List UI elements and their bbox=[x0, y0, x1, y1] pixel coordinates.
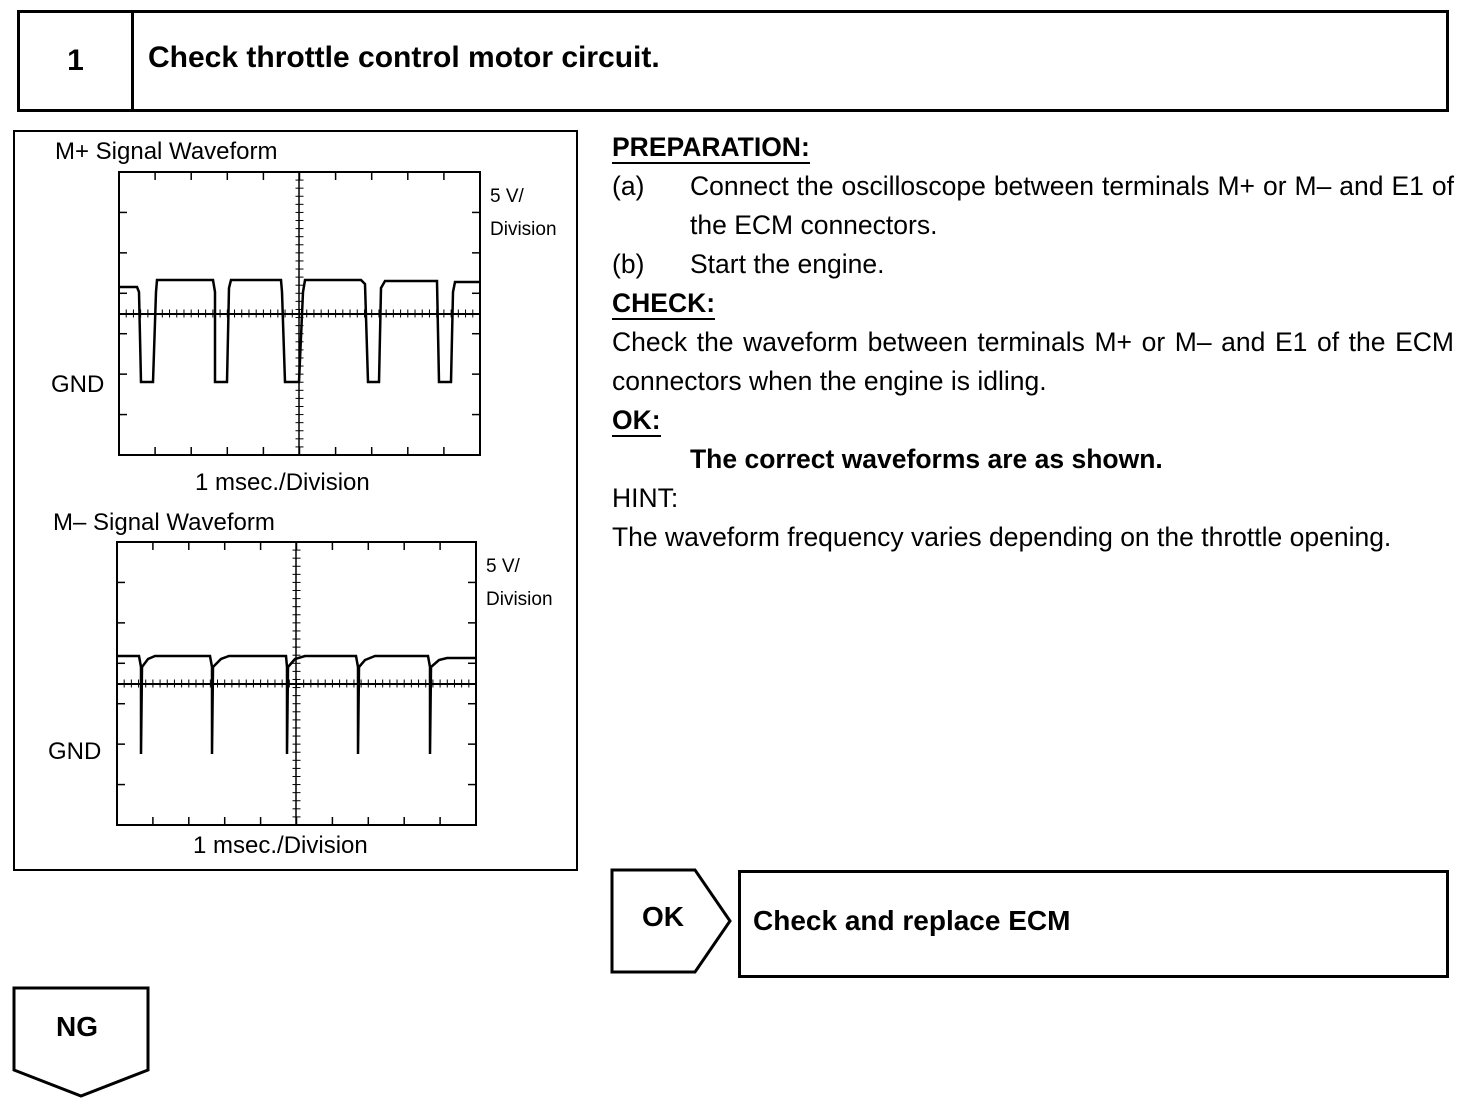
procedure-text: PREPARATION: (a) Connect the oscilloscop… bbox=[612, 128, 1454, 557]
ok-result-box: Check and replace ECM bbox=[738, 870, 1449, 978]
ng-flow-label: NG bbox=[56, 1011, 98, 1042]
m-plus-waveform-panel: M+ Signal Waveform 5 V/ Division GND 1 m… bbox=[51, 138, 557, 496]
hint-heading: HINT: bbox=[612, 483, 679, 513]
m-plus-time-scale: 1 msec./Division bbox=[195, 469, 370, 496]
m-plus-signal-trace bbox=[119, 278, 480, 384]
preparation-item-b: (b) Start the engine. bbox=[612, 245, 1454, 284]
waveform-diagram: M+ Signal Waveform 5 V/ Division GND 1 m… bbox=[48, 138, 557, 859]
waveform-figure: M+ Signal Waveform 5 V/ Division GND 1 m… bbox=[13, 130, 578, 871]
preparation-heading: PREPARATION: bbox=[612, 132, 810, 164]
ok-result-action: Check and replace ECM bbox=[753, 905, 1071, 936]
item-marker: (b) bbox=[612, 249, 645, 279]
preparation-item-a: (a) Connect the oscilloscope between ter… bbox=[612, 167, 1454, 245]
item-marker: (a) bbox=[612, 171, 645, 201]
m-minus-signal-trace bbox=[117, 654, 476, 755]
ng-arrow-icon bbox=[12, 986, 150, 1098]
step-number: 1 bbox=[20, 13, 134, 109]
hint-text: The waveform frequency varies depending … bbox=[612, 522, 1392, 552]
m-minus-waveform-title: M– Signal Waveform bbox=[53, 509, 275, 536]
m-minus-scope-ticks bbox=[117, 542, 476, 825]
m-minus-volt-scale-line1: 5 V/ bbox=[486, 556, 521, 577]
ok-result-text: The correct waveforms are as shown. bbox=[690, 444, 1163, 474]
m-plus-ground-label: GND bbox=[51, 371, 104, 398]
m-minus-ground-label: GND bbox=[48, 738, 101, 765]
m-minus-volt-scale-line2: Division bbox=[486, 589, 553, 610]
check-text: Check the waveform between terminals M+ … bbox=[612, 327, 1454, 396]
step-title: Check throttle control motor circuit. bbox=[148, 41, 660, 74]
ok-flow-label: OK bbox=[642, 901, 684, 932]
item-text: Start the engine. bbox=[690, 249, 885, 279]
m-plus-waveform-title: M+ Signal Waveform bbox=[55, 138, 278, 165]
ok-heading: OK: bbox=[612, 405, 661, 437]
step-header: 1 Check throttle control motor circuit. bbox=[17, 10, 1449, 112]
m-plus-volt-scale-line1: 5 V/ bbox=[490, 186, 525, 207]
item-text: Connect the oscilloscope between termina… bbox=[690, 171, 1454, 240]
m-minus-waveform-panel: M– Signal Waveform 5 V/ Division GND 1 m… bbox=[48, 509, 553, 859]
m-minus-time-scale: 1 msec./Division bbox=[193, 832, 368, 859]
m-plus-volt-scale-line2: Division bbox=[490, 219, 557, 240]
check-heading: CHECK: bbox=[612, 288, 716, 320]
ok-arrow-icon bbox=[610, 868, 732, 974]
